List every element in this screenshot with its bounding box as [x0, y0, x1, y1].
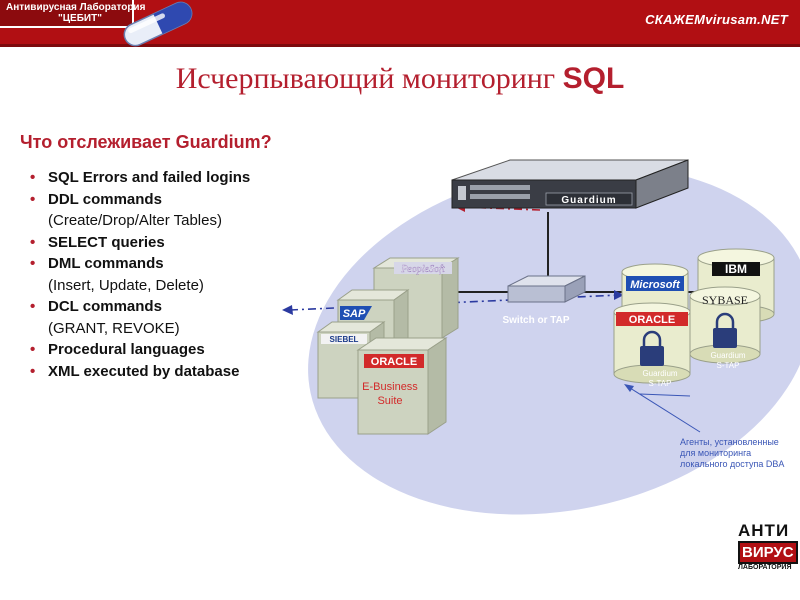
monitored-item: • DML commands (Insert, Update, Delete): [30, 253, 250, 296]
monitored-item: • DDL commands (Create/Drop/Alter Tables): [30, 189, 250, 232]
lock-icon: [640, 330, 664, 366]
sap-label: SAP: [343, 308, 366, 320]
appliance-label: Guardium: [561, 195, 616, 206]
lock-icon: [713, 312, 737, 348]
monitored-item: • XML executed by database: [30, 361, 250, 383]
bullet-icon: •: [30, 190, 36, 208]
stap2-label-line1: Guardium: [710, 351, 745, 360]
lab-logo-line1: Антивирусная Лаборатория: [6, 2, 146, 13]
monitored-item: • DCL commands (GRANT, REVOKE): [30, 296, 250, 339]
monitored-item-main: DML commands: [48, 255, 164, 272]
agents-note: Агенты, установленные для мониторинга ло…: [680, 437, 785, 469]
ebs-oracle-label: ORACLE: [371, 356, 417, 368]
siebel-label: SIEBEL: [330, 335, 359, 344]
antivirus-logo-bottom: ЛАБОРАТОРИЯ: [738, 564, 792, 571]
monitored-item: • SELECT queries: [30, 232, 250, 254]
switch-device: Switch or TAP: [502, 275, 586, 326]
monitored-item-main: DCL commands: [48, 298, 162, 315]
note-arrow-line-2: [639, 393, 691, 397]
lab-logo-line2: "ЦЕБИТ": [58, 13, 102, 24]
bullet-icon: •: [30, 341, 36, 358]
monitored-item-main: XML executed by database: [48, 362, 240, 380]
monitored-item-main: DDL commands: [48, 190, 162, 208]
note-arrow-head: [624, 384, 634, 392]
bullet-icon: •: [30, 255, 36, 272]
page-title-text: Исчерпывающий мониторинг: [175, 62, 556, 95]
note-arrow-line: [629, 387, 701, 433]
stap2-label-line2: S-TAP: [717, 361, 740, 370]
bullet-icon: •: [30, 298, 36, 315]
monitored-items-list: • SQL Errors and failed logins • DDL comman…: [30, 167, 250, 382]
antivirus-logo: АНТИ ВИРУС ЛАБОРАТОРИЯ: [738, 521, 798, 571]
app-server-oracle-ebs: ORACLE E-Business Suite: [356, 337, 448, 435]
stap1-label-line2: S-TAP: [649, 379, 672, 388]
monitored-item-main: Procedural languages: [48, 341, 205, 358]
bullet-icon: •: [30, 233, 36, 251]
ibm-label: IBM: [725, 262, 747, 276]
antivirus-logo-mid: ВИРУС: [738, 541, 798, 564]
monitored-item-main: SELECT queries: [48, 233, 165, 251]
stap1-label-line1: Guardium: [642, 369, 677, 378]
monitored-item-sub: (Insert, Update, Delete): [48, 276, 204, 294]
traffic-arrow-head-right: [614, 290, 624, 300]
page-title: Исчерпывающий мониторинг SQL: [0, 62, 800, 96]
microsoft-label: Microsoft: [630, 279, 681, 291]
antivirus-logo-top: АНТИ: [738, 521, 790, 540]
peoplesoft-label: PeopleSoft: [400, 264, 445, 275]
sybase-label: SYBASE: [702, 293, 748, 307]
bullet-icon: •: [30, 362, 36, 380]
bullet-icon: •: [30, 169, 36, 186]
lab-logo: Антивирусная Лаборатория "ЦЕБИТ": [0, 0, 145, 28]
site-logo: СКАЖЕМvirusam.NET: [645, 12, 788, 27]
db-oracle-label: ORACLE: [629, 314, 675, 326]
section-question: Что отслеживает Guardium?: [20, 132, 272, 152]
monitored-item-sub: (GRANT, REVOKE): [48, 319, 180, 337]
ebs-label-line1: E-Business: [362, 381, 418, 393]
traffic-arrow-head-left: [282, 305, 293, 315]
ebs-label-line2: Suite: [377, 395, 402, 407]
monitored-item-main: SQL Errors and failed logins: [48, 169, 251, 186]
site-logo-prefix: СКАЖЕМ: [645, 12, 706, 27]
monitored-item: • SQL Errors and failed logins: [30, 167, 250, 189]
switch-label: Switch or TAP: [502, 315, 569, 326]
monitored-item-sub: (Create/Drop/Alter Tables): [48, 212, 222, 229]
site-logo-name: virusam.NET: [705, 12, 788, 27]
page-title-bold: SQL: [562, 62, 625, 95]
header-stripe: [0, 44, 800, 47]
guardium-appliance: Guardium: [451, 159, 689, 209]
monitored-item: • Procedural languages: [30, 339, 250, 361]
